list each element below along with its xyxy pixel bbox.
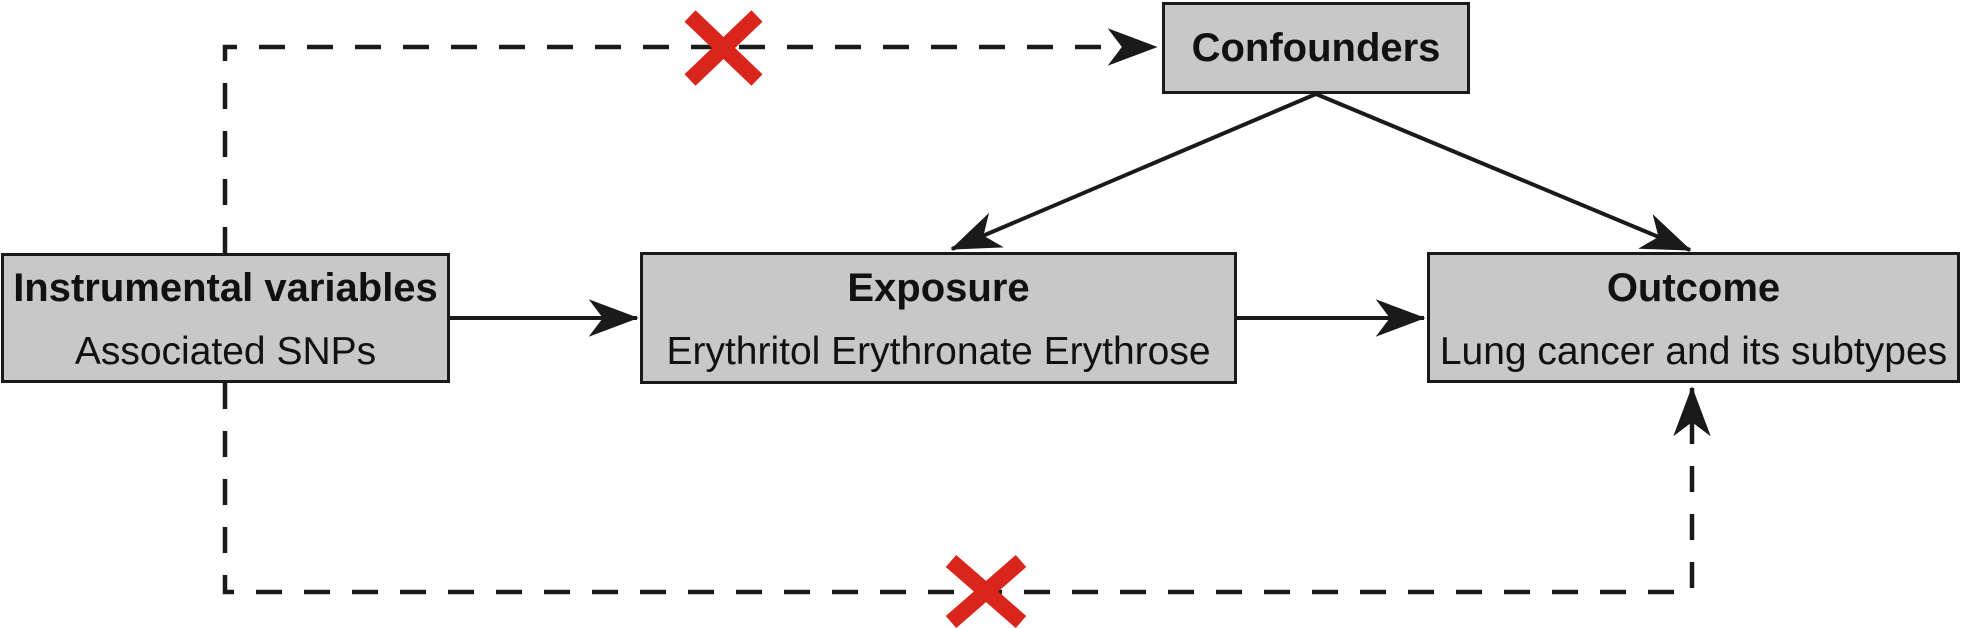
node-subtitle: Associated SNPs <box>74 330 377 373</box>
edge-iv-to-outcome-dashed <box>222 383 1711 595</box>
node-title: Confounders <box>1191 25 1441 70</box>
node-title: Outcome <box>1606 265 1781 310</box>
edge-confounders-to-outcome <box>1315 92 1692 252</box>
edge-confounders-to-exposure <box>950 92 1317 251</box>
node-confounders: Confounders <box>1162 2 1470 94</box>
edge-iv-to-confounders-dashed <box>222 28 1158 253</box>
node-title: Exposure <box>847 266 1030 310</box>
node-outcome: Outcome Lung cancer and its subtypes <box>1427 252 1960 383</box>
red-cross-icon <box>684 10 763 86</box>
node-subtitle: Lung cancer and its subtypes <box>1439 329 1948 373</box>
node-exposure: Exposure Erythritol Erythronate Erythros… <box>640 252 1237 384</box>
node-subtitle: Erythritol Erythronate Erythrose <box>666 330 1211 373</box>
node-title: Instrumental variables <box>13 266 438 310</box>
node-instrumental-variables: Instrumental variables Associated SNPs <box>1 253 450 383</box>
red-cross-icon <box>945 554 1027 628</box>
